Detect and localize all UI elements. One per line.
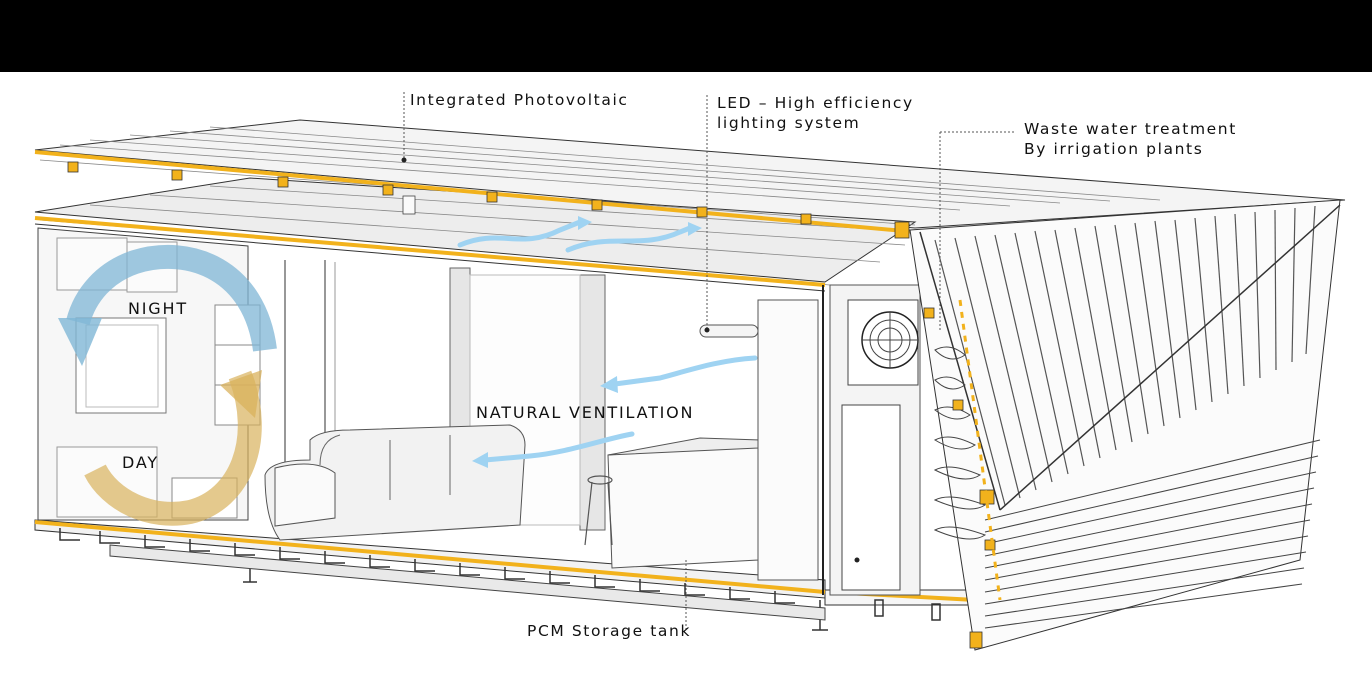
photovoltaic-label: Integrated Photovoltaic: [410, 91, 629, 109]
led-lighting-label-line2: lighting system: [717, 114, 861, 132]
waste-water-label-line2: By irrigation plants: [1024, 140, 1204, 158]
ventilation-arrows: [457, 219, 758, 463]
roof-structure: [34, 119, 1346, 292]
leader-lines: [403, 92, 1015, 630]
night-label: NIGHT: [128, 299, 188, 318]
ventilation-arrowheads: [472, 216, 702, 468]
night-day-cycle-arrows: [58, 244, 277, 526]
day-label: DAY: [122, 453, 159, 472]
pcm-storage-label: PCM Storage tank: [527, 622, 692, 640]
slatted-facade: [909, 199, 1341, 651]
waste-water-label-line1: Waste water treatment: [1024, 120, 1237, 138]
interior: [37, 227, 921, 596]
led-lighting-label-line1: LED – High efficiency: [717, 94, 914, 112]
natural-ventilation-label: NATURAL VENTILATION: [476, 403, 695, 422]
top-black-band: [0, 0, 1372, 72]
